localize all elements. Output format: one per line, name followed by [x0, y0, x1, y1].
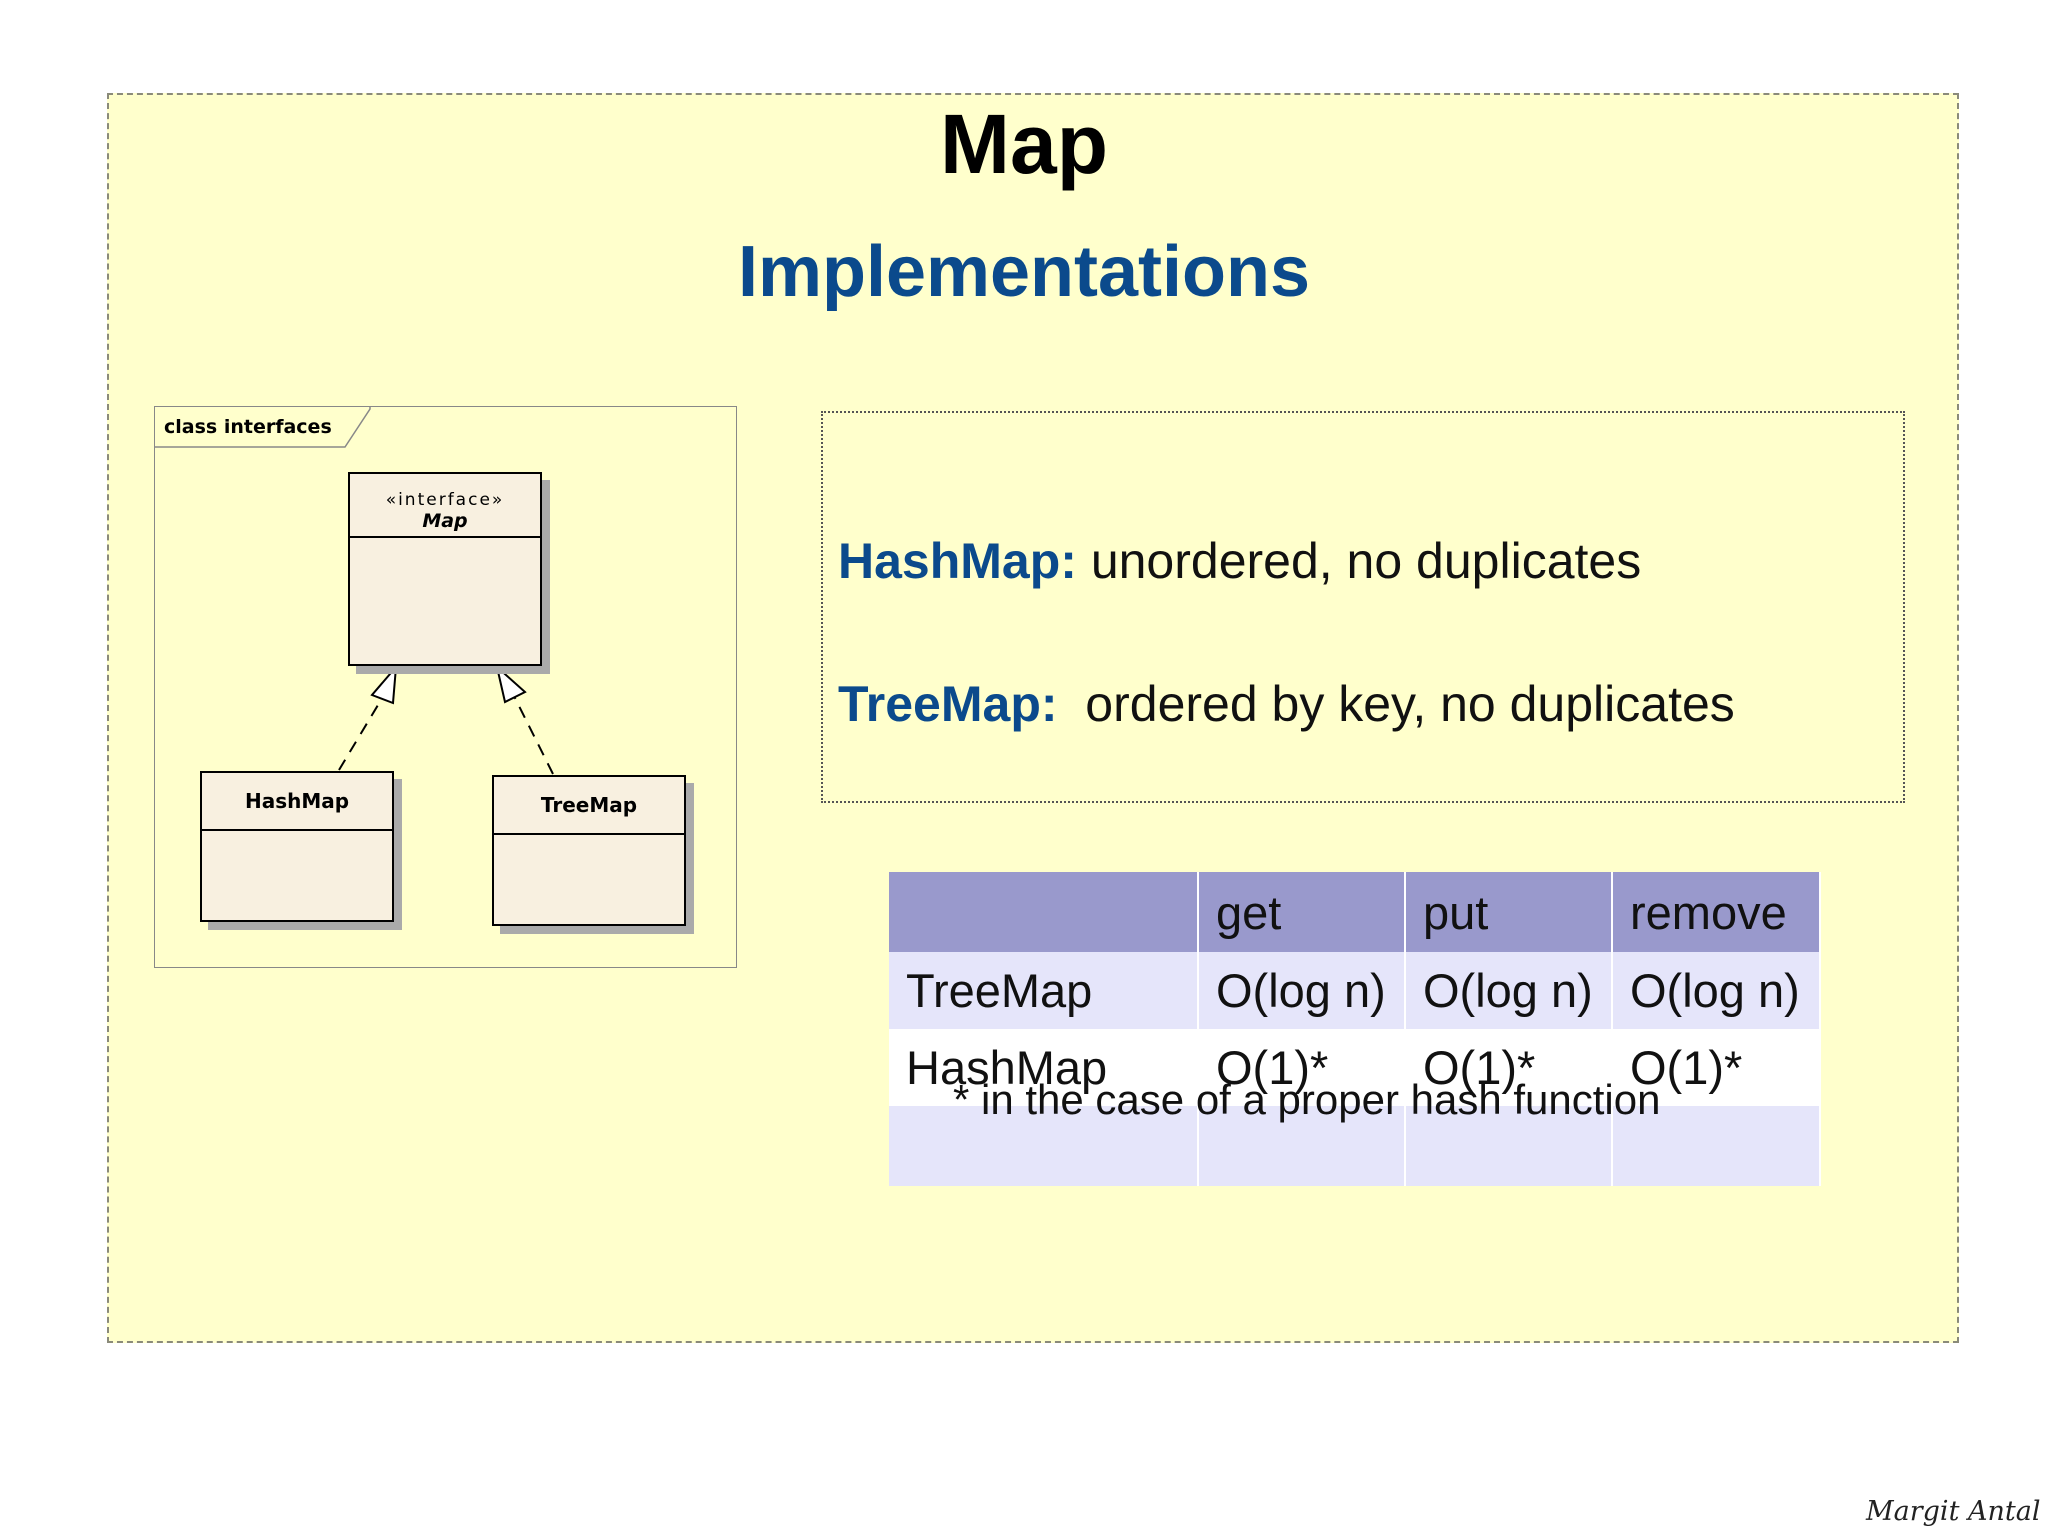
slide-title: Map	[940, 97, 1108, 191]
table-header-cell: get	[1198, 872, 1406, 952]
table-footnote: * in the case of a proper hash function	[953, 1076, 1661, 1123]
table-cell	[1405, 1106, 1613, 1186]
description-term: TreeMap	[838, 676, 1041, 732]
hashmap-realization-line	[338, 689, 388, 771]
table-footnote-row: * in the case of a proper hash function	[889, 1076, 1821, 1186]
slide-subtitle: Implementations	[737, 232, 1311, 312]
treemap-realization-arrowhead	[495, 664, 527, 704]
uml-class-treemap: TreeMap	[492, 775, 686, 926]
uml-class-name: TreeMap	[494, 777, 684, 835]
description-box: HashMap: unordered, no duplicates TreeMa…	[821, 411, 1905, 803]
table-cell: HashMap	[889, 1029, 1199, 1106]
table-header-cell	[889, 872, 1199, 952]
table-cell: O(1)*	[1405, 1029, 1613, 1106]
uml-class-map-interface: «interface» Map	[348, 472, 542, 666]
uml-class-hashmap: HashMap	[200, 771, 394, 922]
table-cell	[1198, 1106, 1406, 1186]
complexity-table: get put remove TreeMap O(log n) O(log n)…	[889, 872, 1821, 1186]
uml-frame-label: class interfaces	[164, 416, 332, 438]
table-header-cell: remove	[1612, 872, 1821, 952]
description-separator: :	[1040, 676, 1058, 732]
description-term: HashMap	[838, 533, 1061, 589]
table-cell: O(log n)	[1198, 952, 1406, 1029]
table-row: TreeMap O(log n) O(log n) O(log n)	[889, 952, 1821, 1029]
table-cell: O(log n)	[1405, 952, 1613, 1029]
description-text: ordered by key, no duplicates	[1057, 676, 1735, 732]
description-text: unordered, no duplicates	[1076, 533, 1642, 589]
description-hashmap: HashMap: unordered, no duplicates	[838, 531, 1641, 591]
table-cell: O(1)*	[1198, 1029, 1406, 1106]
hashmap-realization-arrowhead	[370, 664, 398, 705]
table-cell	[1612, 1106, 1821, 1186]
uml-diagram-frame: class interfaces	[154, 406, 737, 968]
author-signature: Margit Antal	[1866, 1496, 2041, 1527]
uml-interface-name: Map	[422, 510, 468, 532]
uml-class-name-compartment: «interface» Map	[350, 474, 540, 538]
table-row: HashMap O(1)* O(1)* O(1)*	[889, 1029, 1821, 1106]
uml-frame-tab	[155, 407, 371, 448]
table-footnote-cell: * in the case of a proper hash function	[889, 1076, 1660, 1186]
treemap-realization-line	[511, 691, 554, 775]
uml-stereotype: «interface»	[385, 490, 505, 510]
table-header-row: get put remove	[889, 872, 1821, 952]
uml-class-name: HashMap	[202, 773, 392, 831]
table-header-cell: put	[1405, 872, 1613, 952]
table-cell: O(1)*	[1612, 1029, 1821, 1106]
table-cell: O(log n)	[1612, 952, 1821, 1029]
table-cell: TreeMap	[889, 952, 1199, 1029]
description-separator: :	[1060, 533, 1077, 589]
description-treemap: TreeMap: ordered by key, no duplicates	[838, 674, 1735, 734]
